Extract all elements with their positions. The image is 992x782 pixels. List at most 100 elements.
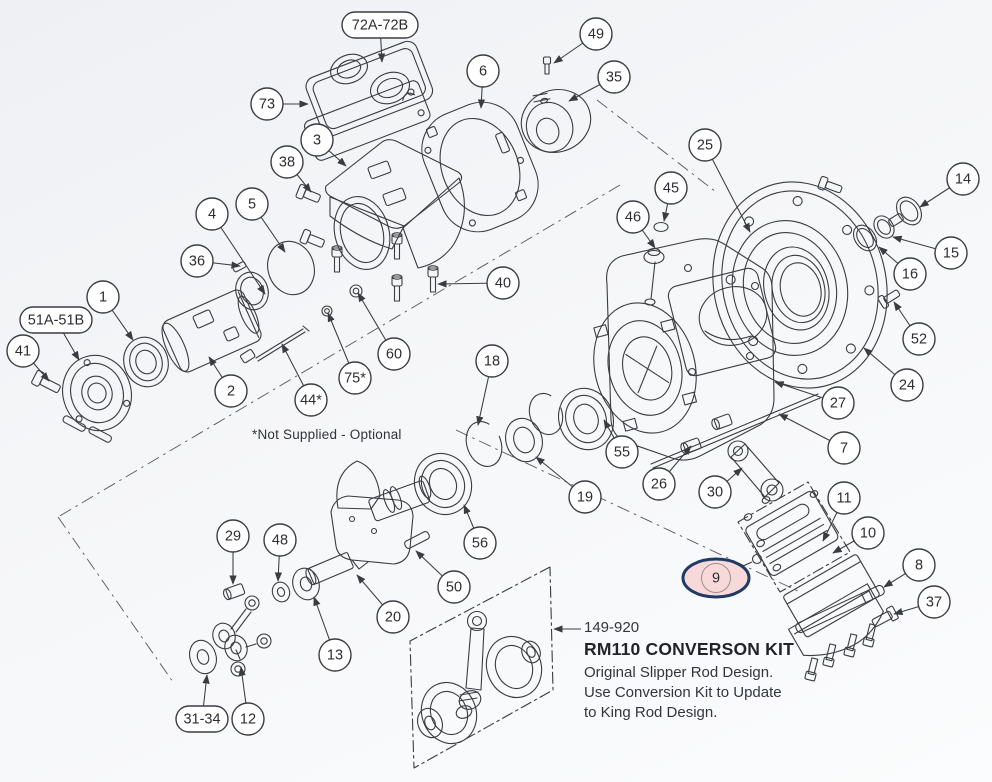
kit-description-line: Use Conversion Kit to Update — [584, 684, 782, 701]
balloon-51A-51B[interactable]: 51A-51B — [19, 306, 93, 361]
svg-text:50: 50 — [446, 580, 462, 596]
balloon-5[interactable]: 5 — [235, 187, 286, 253]
balloon-19[interactable]: 19 — [535, 456, 602, 514]
balloon-1[interactable]: 1 — [86, 280, 134, 341]
mounting-flange-drawing — [712, 175, 923, 389]
balloon-6[interactable]: 6 — [466, 54, 500, 109]
balloon-15[interactable]: 15 — [892, 235, 968, 270]
balloon-36[interactable]: 36 — [180, 244, 241, 278]
svg-text:20: 20 — [385, 610, 401, 626]
balloon-26[interactable]: 26 — [642, 445, 692, 501]
svg-text:49: 49 — [588, 27, 604, 43]
svg-text:75*: 75* — [344, 371, 366, 387]
svg-text:2: 2 — [227, 384, 235, 400]
balloon-55[interactable]: 55 — [603, 419, 639, 469]
balloon-14[interactable]: 14 — [919, 162, 980, 208]
balloon-37[interactable]: 37 — [893, 585, 951, 619]
svg-text:40: 40 — [495, 276, 511, 292]
svg-text:3: 3 — [313, 133, 321, 149]
svg-text:51A-51B: 51A-51B — [28, 313, 84, 329]
svg-text:48: 48 — [272, 533, 288, 549]
svg-text:16: 16 — [902, 267, 918, 283]
balloon-12[interactable]: 12 — [231, 666, 265, 736]
balloon-75[interactable]: 75* — [327, 312, 372, 395]
svg-text:38: 38 — [279, 155, 295, 171]
svg-text:14: 14 — [955, 172, 971, 188]
svg-text:5: 5 — [248, 197, 256, 213]
balloon-48[interactable]: 48 — [263, 523, 297, 582]
crankshaft-assembly-drawing — [189, 460, 432, 677]
svg-text:18: 18 — [484, 354, 500, 370]
balloon-56[interactable]: 56 — [463, 504, 497, 560]
svg-text:36: 36 — [189, 254, 205, 270]
balloon-27[interactable]: 27 — [774, 381, 855, 420]
balloon-18[interactable]: 18 — [475, 344, 509, 426]
conversion-kit-box — [409, 566, 554, 769]
conversion-kit-note: 149-920 RM110 CONVERSON KIT Original Sli… — [584, 619, 794, 723]
phantom-center-lines — [57, 99, 801, 683]
shaft-clamp-drawing — [520, 56, 592, 153]
balloon-72A-72B[interactable]: 72A-72B — [341, 11, 419, 63]
balloon-2[interactable]: 2 — [208, 356, 248, 408]
valve-plate-assembly-drawing — [650, 393, 899, 682]
svg-text:29: 29 — [225, 529, 241, 545]
svg-text:24: 24 — [899, 378, 915, 394]
balloon-8[interactable]: 8 — [883, 548, 936, 588]
balloon-4[interactable]: 4 — [195, 197, 266, 295]
balloon-25[interactable]: 25 — [688, 128, 751, 233]
balloon-9[interactable]: 9 — [681, 557, 753, 599]
svg-text:27: 27 — [830, 396, 846, 412]
balloon-52[interactable]: 52 — [893, 301, 936, 356]
svg-text:10: 10 — [860, 526, 876, 542]
balloon-50[interactable]: 50 — [415, 550, 471, 604]
balloon-20[interactable]: 20 — [356, 574, 410, 634]
balloon-16[interactable]: 16 — [878, 246, 927, 291]
not-supplied-note: *Not Supplied - Optional — [252, 427, 402, 442]
balloon-44[interactable]: 44* — [281, 343, 328, 417]
balloon-41[interactable]: 41 — [6, 334, 50, 382]
balloon-3[interactable]: 3 — [300, 123, 347, 167]
svg-text:72A-72B: 72A-72B — [352, 18, 408, 34]
svg-text:46: 46 — [625, 210, 641, 226]
balloon-7[interactable]: 7 — [778, 413, 861, 465]
svg-text:41: 41 — [15, 344, 31, 360]
balloon-29[interactable]: 29 — [216, 519, 250, 585]
svg-text:26: 26 — [651, 477, 667, 493]
svg-text:9: 9 — [712, 571, 720, 587]
balloon-45[interactable]: 45 — [654, 171, 688, 222]
bearing-housing-drawing — [295, 139, 465, 302]
svg-text:35: 35 — [606, 70, 622, 86]
balloon-35[interactable]: 35 — [568, 60, 631, 102]
svg-text:45: 45 — [663, 181, 679, 197]
svg-text:1: 1 — [99, 290, 107, 306]
svg-text:31-34: 31-34 — [183, 712, 220, 728]
balloon-11[interactable]: 11 — [822, 481, 861, 542]
svg-text:12: 12 — [240, 712, 256, 728]
balloon-73[interactable]: 73 — [250, 87, 309, 121]
balloon-24[interactable]: 24 — [863, 347, 924, 402]
svg-text:13: 13 — [327, 648, 343, 664]
svg-text:4: 4 — [208, 207, 216, 223]
balloon-13[interactable]: 13 — [313, 596, 352, 672]
svg-text:56: 56 — [472, 536, 488, 552]
balloon-30[interactable]: 30 — [698, 467, 743, 509]
balloon-10[interactable]: 10 — [832, 516, 885, 554]
svg-text:25: 25 — [697, 138, 713, 154]
balloon-46[interactable]: 46 — [616, 200, 656, 249]
balloon-60[interactable]: 60 — [357, 292, 411, 371]
svg-text:11: 11 — [836, 491, 851, 507]
svg-text:55: 55 — [614, 445, 630, 461]
balloon-31-34[interactable]: 31-34 — [175, 674, 229, 733]
bearing-set-drawing — [413, 387, 614, 516]
kit-title: RM110 CONVERSON KIT — [584, 639, 794, 659]
balloon-40[interactable]: 40 — [437, 266, 520, 300]
balloon-38[interactable]: 38 — [270, 145, 312, 193]
svg-text:44*: 44* — [300, 393, 322, 409]
gasket-drawing — [421, 101, 539, 233]
svg-text:7: 7 — [840, 441, 848, 457]
svg-text:8: 8 — [915, 558, 923, 574]
balloon-49[interactable]: 49 — [553, 17, 613, 64]
